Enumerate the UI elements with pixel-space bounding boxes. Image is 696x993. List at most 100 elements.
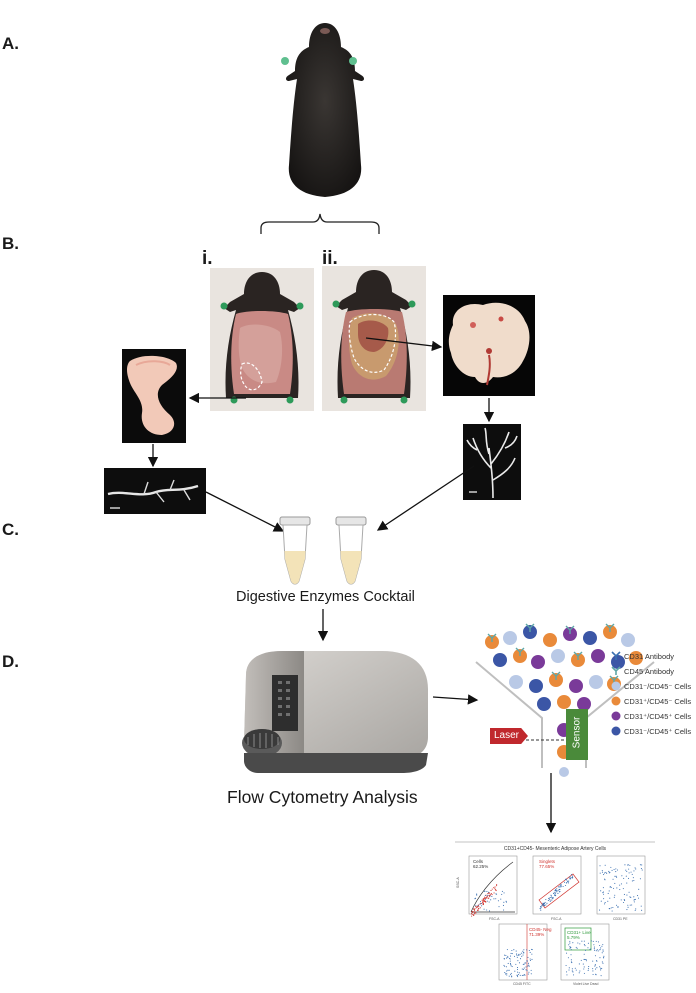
- scatter-dot: [519, 953, 521, 955]
- plot-cd45: CD45- Neg 71.39% CD45 FITC: [498, 923, 552, 986]
- scatter-dot: [516, 967, 519, 969]
- scatter-dot: [569, 940, 571, 942]
- scatter-dot: [628, 891, 630, 893]
- scatter-dot: [570, 873, 573, 876]
- scatter-dot: [516, 968, 519, 971]
- scatter-dot: [513, 949, 515, 951]
- scatter-dot: [597, 950, 599, 952]
- scatter-dot: [495, 898, 497, 900]
- scatter-dot: [490, 899, 492, 901]
- scatter-dot: [600, 969, 602, 971]
- scatter-dot: [480, 902, 482, 904]
- scatter-dot: [564, 881, 566, 883]
- scatter-dot: [562, 885, 564, 888]
- plot-singlets: Singlets 77.65% FSC-A: [532, 855, 582, 921]
- scatter-dot: [525, 969, 527, 971]
- scatter-dot: [626, 882, 628, 884]
- gate4-value: 5.79%: [567, 935, 580, 940]
- scatter-dot: [565, 964, 567, 967]
- scatter-dot: [555, 888, 557, 890]
- laser-box: Laser: [490, 728, 528, 744]
- scatter-dot: [600, 890, 602, 892]
- scatter-dot: [633, 879, 635, 882]
- legend-label: CD31 Antibody: [624, 652, 674, 661]
- scatter-dot: [527, 973, 529, 975]
- scatter-dot: [518, 953, 520, 955]
- scatter-dot: [601, 945, 603, 947]
- gate2-value: 77.65%: [539, 864, 554, 869]
- scatter-dot: [557, 892, 559, 895]
- scatter-dot: [588, 966, 590, 968]
- legend-label: CD31⁺/CD45⁺ Cells: [624, 712, 691, 721]
- scatter-dot: [517, 976, 519, 978]
- scatter-dot: [521, 952, 523, 954]
- scatter-dot: [572, 942, 574, 944]
- scatter-dot: [541, 904, 543, 906]
- scatter-dot: [546, 902, 548, 904]
- scatter-dot: [531, 958, 533, 961]
- scatter-dot: [570, 878, 572, 880]
- scatter-dot: [629, 864, 631, 866]
- scatter-dot: [633, 896, 635, 898]
- scatter-dot: [515, 953, 518, 955]
- scatter-dot: [638, 897, 640, 899]
- scatter-dot: [544, 901, 546, 904]
- scatter-dot: [571, 968, 573, 970]
- scatter-dot: [497, 900, 499, 902]
- scatter-dot: [576, 947, 578, 949]
- scatter-dot: [627, 864, 629, 866]
- scatter-dot: [611, 910, 613, 912]
- scatter-dot: [599, 865, 601, 867]
- scatter-dot: [582, 963, 584, 965]
- fat-pad-photo-i: [122, 349, 186, 443]
- scatter-dot: [531, 949, 533, 951]
- scatter-dot: [516, 974, 518, 976]
- scatter-dot: [638, 888, 640, 890]
- scatter-dot: [630, 871, 632, 873]
- scatter-dot: [583, 940, 585, 942]
- dissection-photo-ii: [322, 266, 426, 411]
- scatter-dot: [553, 891, 555, 893]
- scatter-dot: [523, 951, 525, 954]
- gate4-label: CD31+ Live: [567, 930, 591, 935]
- scatter-dot: [611, 869, 613, 871]
- tube-left: [279, 516, 311, 585]
- scatter-dot: [503, 892, 505, 894]
- scatter-dot: [503, 909, 505, 911]
- scatter-dot: [570, 946, 572, 948]
- scatter-dot: [521, 968, 523, 970]
- scatter-dot: [507, 955, 509, 957]
- gate3-label: CD45- Neg: [529, 927, 552, 932]
- scatter-dot: [522, 954, 524, 956]
- scatter-dot: [543, 903, 545, 905]
- scatter-dot: [627, 877, 630, 879]
- legend-label: CD31⁻/CD45⁻ Cells: [624, 682, 691, 691]
- scatter-dot: [540, 909, 542, 911]
- scatter-dot: [523, 967, 525, 969]
- funnel-left-wall: [475, 661, 543, 768]
- scatter-dot: [508, 969, 510, 971]
- scatter-dot: [634, 867, 636, 869]
- scatter-dot: [602, 949, 604, 951]
- scatter-dot: [604, 902, 606, 904]
- scatter-dot: [557, 890, 559, 892]
- scatter-dot: [568, 944, 570, 946]
- scatter-dot: [530, 973, 532, 975]
- scatter-dot: [613, 887, 615, 889]
- gate1-label: Cells: [473, 859, 484, 864]
- scatter-dot: [510, 965, 512, 967]
- scatter-dot: [587, 968, 589, 970]
- scatter-dot: [629, 896, 631, 898]
- scatter-dot: [511, 949, 513, 952]
- scatter-dot: [524, 974, 526, 976]
- laser-label: Laser: [494, 730, 520, 741]
- scatter-dot: [529, 951, 531, 954]
- scatter-dot: [613, 869, 615, 871]
- sensor-box: Sensor: [566, 709, 588, 760]
- scatter-dot: [610, 886, 612, 888]
- scatter-dot: [479, 903, 481, 905]
- scatter-dot: [493, 898, 495, 900]
- brace-connector: [260, 213, 380, 234]
- scatter-dot: [604, 864, 606, 866]
- scatter-dot: [600, 947, 602, 949]
